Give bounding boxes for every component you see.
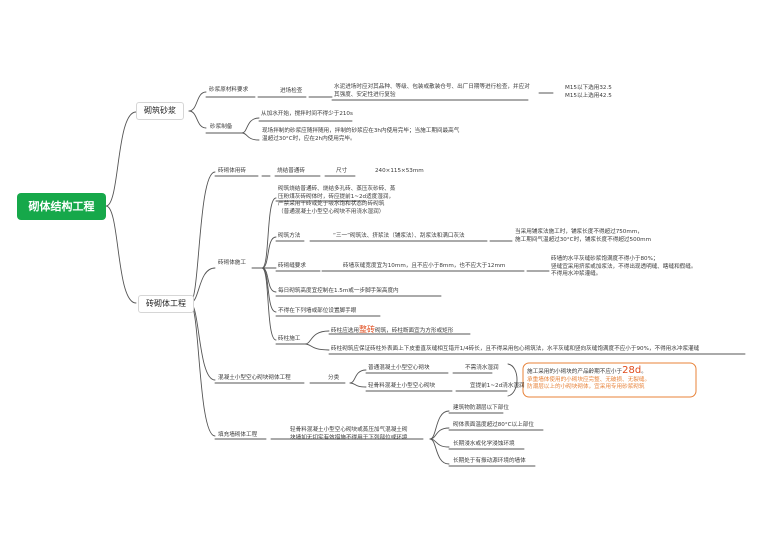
remark-pre: 施工采用的小砌块的产品龄期不应小于 — [527, 369, 623, 375]
infill-wall-node[interactable]: 填充墙砌体工程 — [218, 432, 258, 438]
scaffold-hole-text: 不得在下列墙或部位设置脚手眼 — [278, 308, 357, 314]
remark-frame — [522, 362, 697, 398]
classification-node[interactable]: 分类 — [328, 375, 340, 381]
branch-mortar[interactable]: 砌筑砂浆 — [136, 102, 184, 120]
column-text-post: 砌筑，砖柱断面宜为方形或矩形 — [374, 328, 454, 334]
standard-brick-node[interactable]: 烧结普通砖 — [277, 168, 305, 174]
lightweight-block-node[interactable]: 轻骨料混凝土小型空心砌块 — [368, 383, 436, 389]
ordinary-block-node[interactable]: 普通混凝土小型空心砌块 — [368, 365, 430, 371]
laying-method-note: 当采用铺浆法施工时，铺浆长度不得超过750mm， 施工期间气温超过30°C时，铺… — [515, 229, 652, 243]
lightweight-block-note: 宜提前1~2d浇水湿润 — [470, 383, 525, 389]
mixing-usage-text: 现场拌制的砂浆应随拌随用，拌制的砂浆应在3h内使用完毕；当施工期间最高气 温超过… — [262, 128, 460, 142]
brick-column-text-1: 砖柱应选用整砖砌筑，砖柱断面宜为方形或矩形 — [331, 326, 453, 336]
mortar-joint-text: 砖墙灰缝宽度宜为10mm，且不应小于8mm，也不应大于12mm — [343, 263, 506, 269]
ordinary-block-note: 不需浇水湿润 — [465, 365, 499, 371]
brick-column-text-2: 砖柱砌筑应保证砖柱外表面上下皮垂直灰缝相互错开1/4砖长，且不得采用包心砌筑法，… — [331, 346, 700, 352]
brick-type-node[interactable]: 砖砌体用砖 — [218, 168, 246, 174]
hollow-block-node[interactable]: 混凝土小型空心砌块砌体工程 — [218, 375, 291, 381]
mortar-mixing-node[interactable]: 砂浆制备 — [210, 124, 233, 130]
brick-column-node[interactable]: 砖柱施工 — [278, 336, 301, 342]
daily-height-text: 每日砌筑高度宜控制在1.5m或一步脚手架高度内 — [278, 288, 399, 294]
whole-brick-highlight: 整砖 — [358, 325, 375, 334]
size-label: 尺寸 — [336, 168, 348, 174]
infill-location-3: 长期浸水或化学浸蚀环境 — [453, 441, 515, 447]
infill-location-1: 建筑物防潮层以下部位 — [453, 405, 509, 411]
infill-location-4: 长期处于有振动源环境的墙体 — [453, 458, 526, 464]
remark-post: 。 — [641, 369, 647, 375]
mixing-time-text: 从加水开始，搅拌时间不得少于210s — [261, 111, 353, 117]
infill-location-2: 砌体表面温度超过80°C以上部位 — [453, 422, 534, 428]
inspection-node[interactable]: 进场检查 — [280, 88, 303, 94]
cement-grade-text: M15以下选用32.5 M15以上选用42.5 — [565, 85, 612, 99]
branch-brick-masonry[interactable]: 砖砌体工程 — [138, 295, 194, 313]
mortar-joint-node[interactable]: 砖砌缝要求 — [278, 263, 306, 269]
root-node[interactable]: 砌体结构工程 — [17, 193, 106, 220]
laying-method-node[interactable]: 砌筑方法 — [278, 233, 301, 239]
mortar-material-node[interactable]: 砂浆原材料要求 — [209, 87, 249, 93]
column-text-pre: 砖柱应选用 — [331, 328, 359, 334]
brick-wetting-text: 砌筑烧结普通砖、烧结多孔砖、蒸压灰砂砖、蒸 压粉煤灰砖砌体时，砖应提前1~2d适… — [278, 186, 396, 215]
block-quality-remark: 承重墙体使用的小砌块应完整、无破损、无裂缝。 防潮层以上的小砌块砌体，宜采用专用… — [527, 377, 651, 390]
infill-wall-text: 轻骨料混凝土小型空心砌块或蒸压加气混凝土砌 块墙如无切实有效措施不得用于下列部位… — [290, 427, 408, 441]
brick-construction-node[interactable]: 砖砌体施工 — [218, 260, 246, 266]
inspection-text: 水泥进场时应对其品种、等级、包装或散装仓号、出厂日期等进行检查，并应对其强度、安… — [334, 84, 530, 98]
mortar-joint-note: 砖墙的水平灰缝砂浆饱满度不得小于80%； 竖缝宜采用挤浆或加浆法，不得出现透明缝… — [551, 256, 697, 278]
age-highlight: 28d — [622, 365, 642, 376]
laying-method-text: “三一”砌筑法、挤浆法（铺浆法）、刮浆法和满口灰法 — [333, 233, 465, 239]
block-age-remark: 施工采用的小砌块的产品龄期不应小于28d。 — [527, 366, 647, 377]
size-value: 240×115×53mm — [375, 168, 424, 174]
